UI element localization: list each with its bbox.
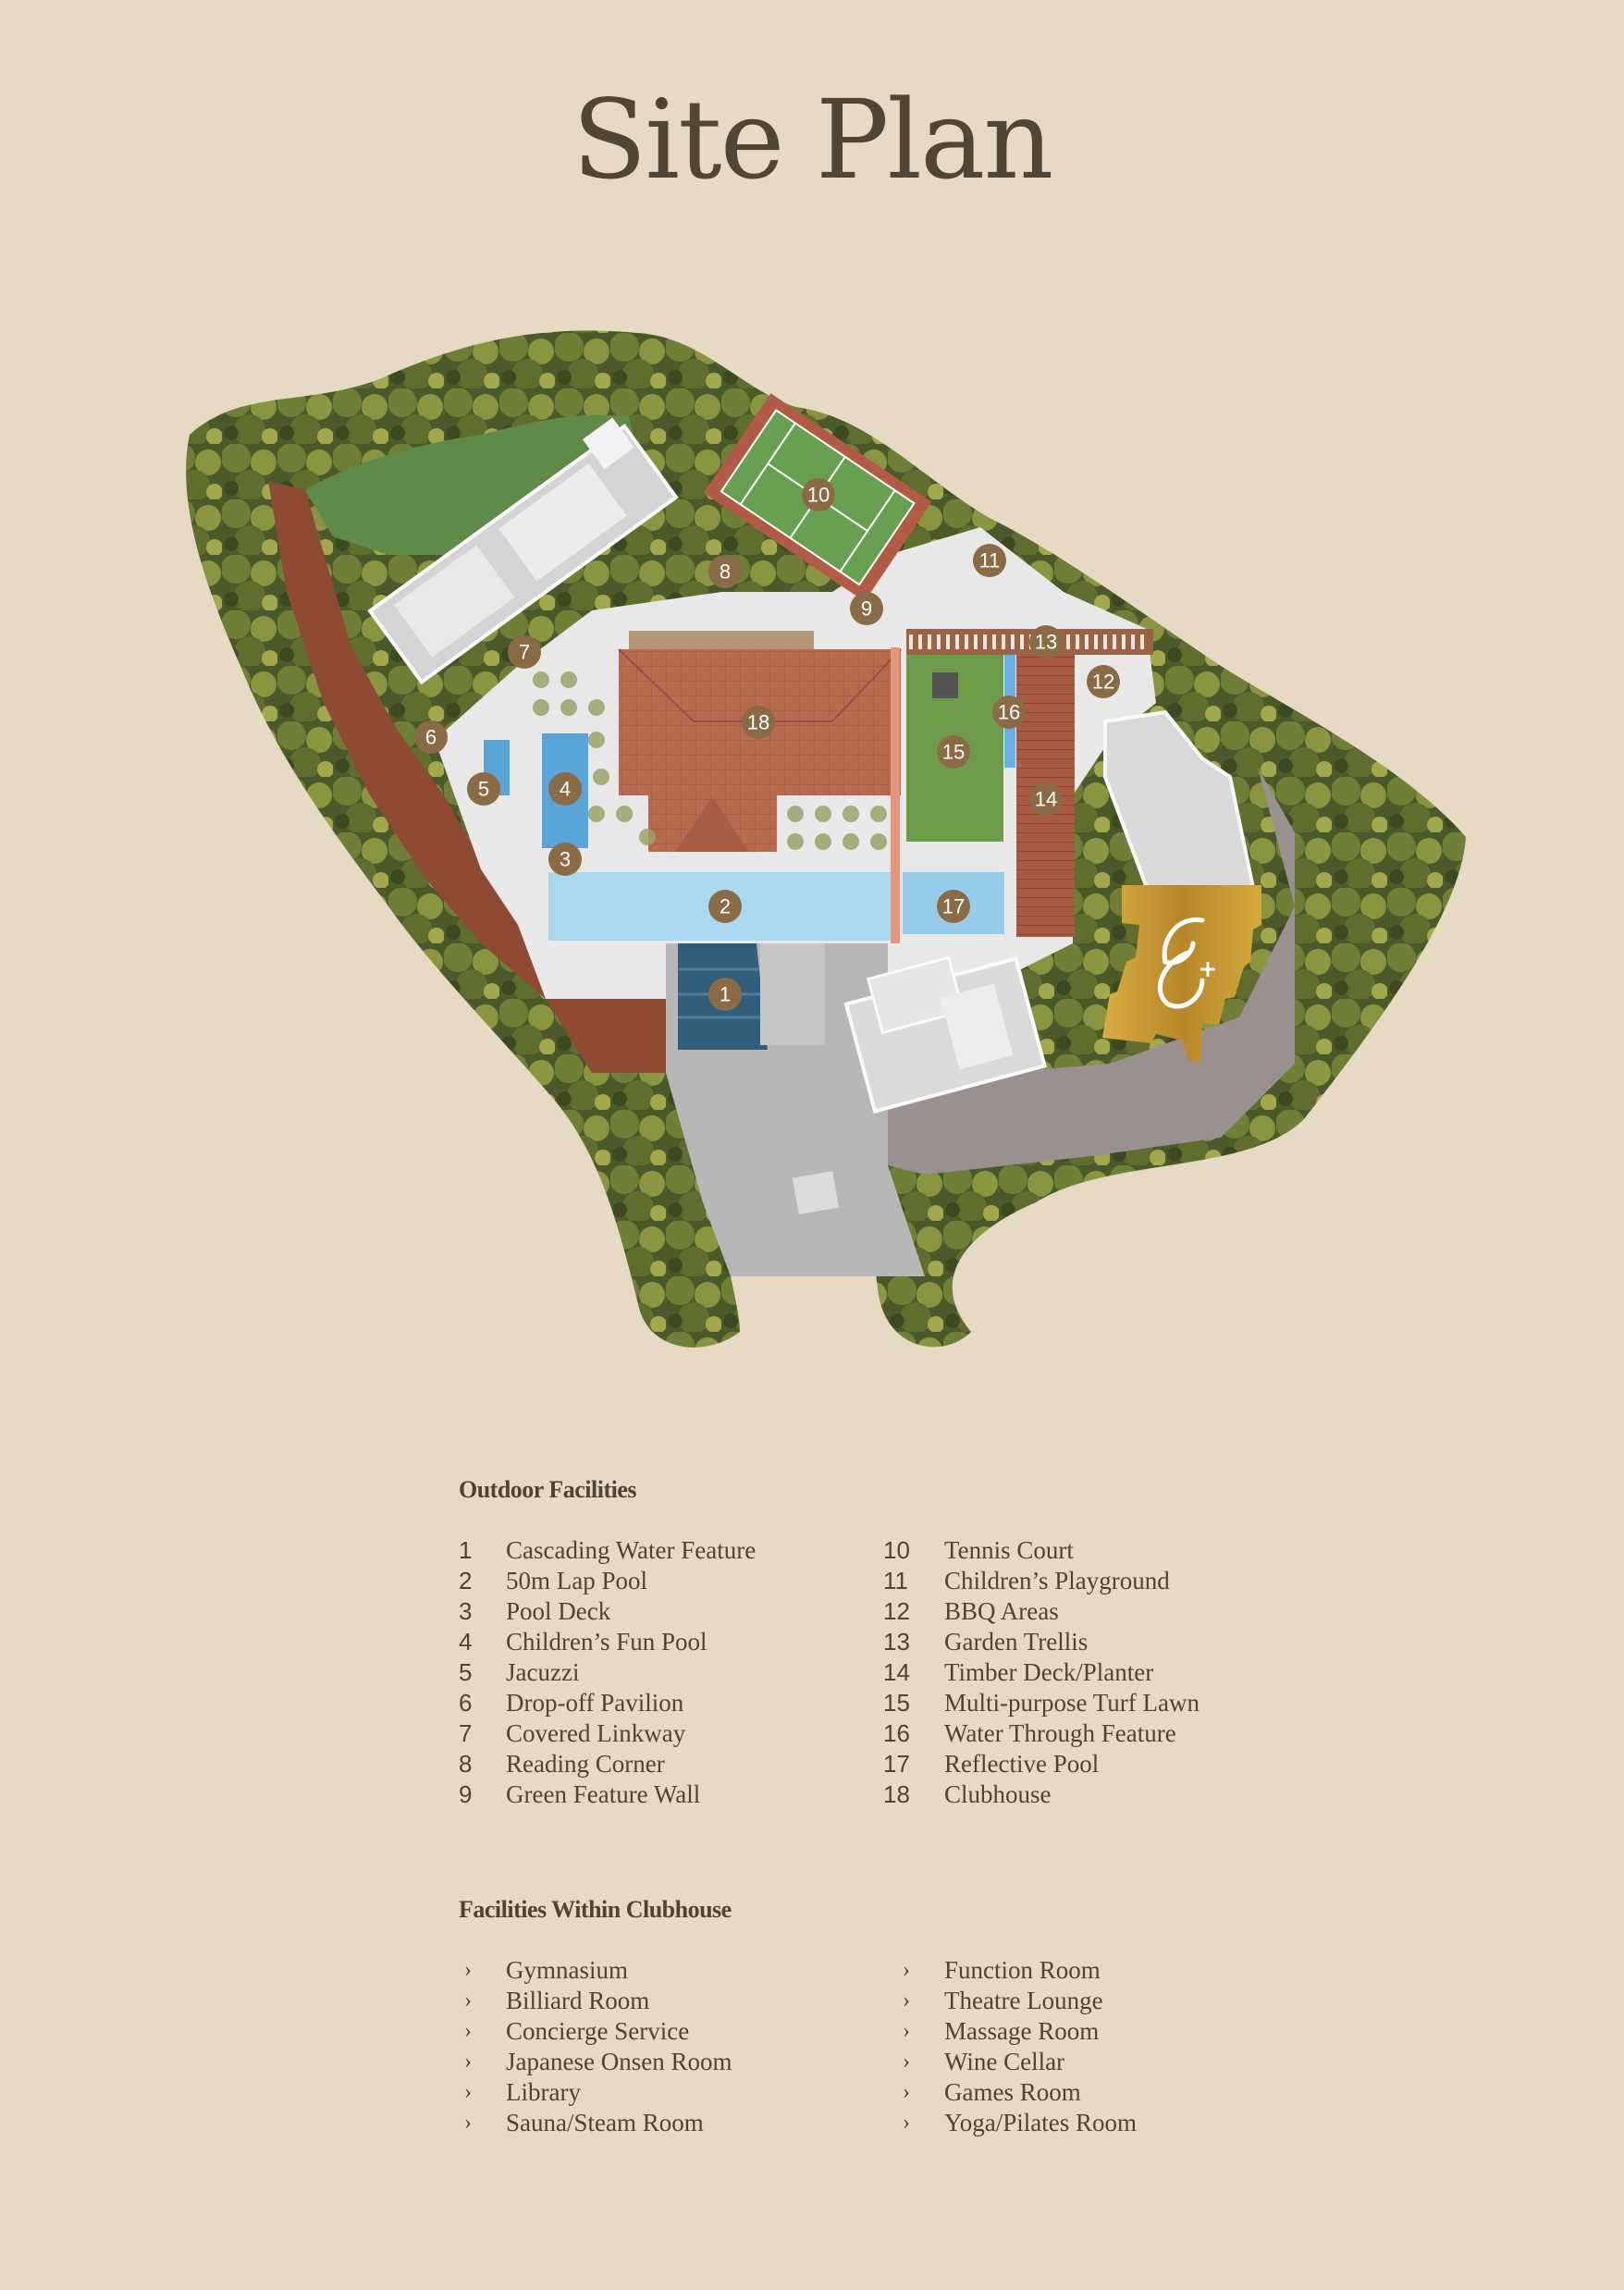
marker-15[interactable]: 15: [937, 735, 970, 769]
chevron-right-icon: ›: [903, 2111, 910, 2135]
marker-6[interactable]: 6: [414, 720, 448, 754]
chevron-right-icon: ›: [903, 1958, 910, 1982]
svg-text:2: 2: [720, 895, 731, 918]
marker-4[interactable]: 4: [548, 772, 582, 806]
chevron-right-icon: ›: [464, 2111, 472, 2135]
svg-text:11: 11: [979, 549, 1001, 572]
clubhouse-facilities-heading: Facilities Within Clubhouse: [459, 1896, 732, 1923]
list-item: ›Gymnasium: [464, 1956, 628, 1984]
residential-block-south: [843, 955, 1047, 1114]
list-item: ›Theatre Lounge: [903, 1987, 1103, 2014]
svg-text:9: 9: [861, 597, 872, 621]
chevron-right-icon: ›: [464, 2019, 472, 2043]
marker-16[interactable]: 16: [992, 696, 1026, 729]
svg-text:14: 14: [1035, 788, 1057, 811]
svg-text:8: 8: [720, 560, 731, 584]
list-item: ›Yoga/Pilates Room: [903, 2109, 1138, 2136]
clubhouse-facilities-list-right: ›Function Room ›Theatre Lounge ›Massage …: [897, 1955, 1286, 2138]
list-item: ›Function Room: [903, 1956, 1101, 1984]
marker-11[interactable]: 11: [973, 544, 1006, 577]
chevron-right-icon: ›: [464, 2080, 472, 2104]
marker-13[interactable]: 13: [1029, 625, 1063, 659]
list-item: ›Wine Cellar: [903, 2048, 1065, 2075]
list-item: ›Massage Room: [903, 2017, 1100, 2045]
marker-3[interactable]: 3: [548, 843, 582, 876]
svg-text:12: 12: [1092, 671, 1114, 694]
svg-text:7: 7: [519, 641, 530, 664]
steps: [760, 943, 825, 1045]
marker-9[interactable]: 9: [850, 592, 883, 625]
svg-text:17: 17: [942, 895, 965, 918]
marker-1[interactable]: 1: [708, 978, 742, 1011]
svg-text:6: 6: [425, 726, 437, 749]
svg-text:18: 18: [747, 711, 769, 734]
site-plan-map: 1 2 3 4 5 6 7 8 9 10 11 12 13 14 15 16 1…: [186, 330, 1466, 1348]
marker-10[interactable]: 10: [802, 478, 835, 511]
svg-text:15: 15: [942, 741, 965, 764]
marker-18[interactable]: 18: [742, 706, 775, 739]
residential-block-west: [367, 417, 679, 685]
list-item: ›Japanese Onsen Room: [464, 2048, 732, 2075]
chevron-right-icon: ›: [903, 1988, 910, 2013]
page-title: Site Plan: [572, 76, 1054, 203]
chevron-right-icon: ›: [464, 1988, 472, 2013]
svg-text:4: 4: [560, 778, 571, 801]
svg-text:5: 5: [478, 778, 489, 801]
svg-text:10: 10: [807, 484, 830, 507]
list-item: ›Billiard Room: [464, 1987, 650, 2014]
marker-2[interactable]: 2: [708, 890, 742, 923]
svg-text:1: 1: [720, 983, 731, 1006]
marker-17[interactable]: 17: [937, 890, 970, 923]
svg-text:16: 16: [998, 701, 1020, 724]
marker-8[interactable]: 8: [708, 555, 742, 588]
list-item: ›Games Room: [903, 2078, 1081, 2106]
brand-monogram-icon: [1102, 885, 1261, 1064]
service-road: [888, 768, 1295, 1175]
chevron-right-icon: ›: [903, 2080, 910, 2104]
clubhouse-annex: [629, 631, 814, 651]
palm-planting: [533, 671, 887, 850]
chevron-right-icon: ›: [903, 2019, 910, 2043]
clubhouse-facilities-list-left: ›Gymnasium ›Billiard Room ›Concierge Ser…: [459, 1955, 847, 2138]
svg-text:3: 3: [560, 848, 571, 871]
list-item: ›Library: [464, 2078, 581, 2106]
chevron-right-icon: ›: [464, 2050, 472, 2074]
marker-12[interactable]: 12: [1087, 665, 1120, 698]
svg-text:13: 13: [1035, 631, 1057, 654]
marker-7[interactable]: 7: [508, 635, 541, 669]
chevron-right-icon: ›: [903, 2050, 910, 2074]
chevron-right-icon: ›: [464, 1958, 472, 1982]
marker-14[interactable]: 14: [1029, 782, 1063, 816]
outdoor-facilities-heading: Outdoor Facilities: [459, 1476, 637, 1503]
marker-5[interactable]: 5: [467, 772, 500, 806]
list-item: ›Sauna/Steam Room: [464, 2109, 704, 2136]
list-item: ›Concierge Service: [464, 2017, 690, 2045]
facility-markers: 1 2 3 4 5 6 7 8 9 10 11 12 13 14 15 16 1…: [414, 478, 1120, 1011]
